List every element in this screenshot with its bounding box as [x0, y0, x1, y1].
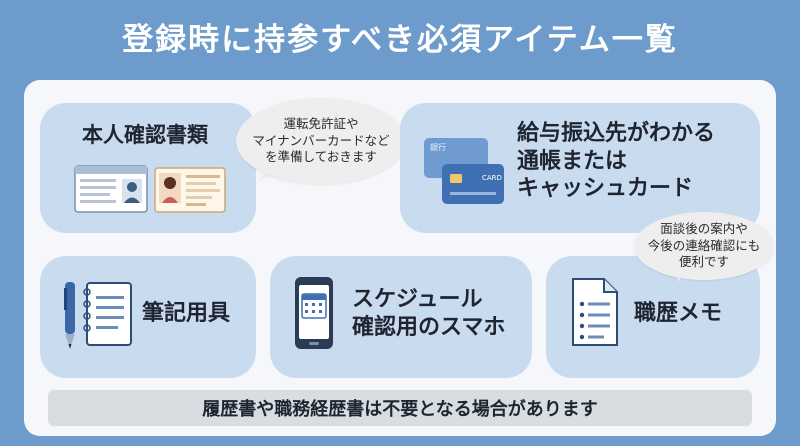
footer-note: 履歴書や職務経歴書は不要となる場合があります — [48, 390, 752, 426]
page-title: 登録時に持参すべき必須アイテム一覧 — [122, 22, 678, 58]
memo-note-text: 面談後の案内や 今後の連絡確認にも 便利です — [647, 220, 761, 270]
id-card-icon — [74, 165, 148, 213]
bank-card-icon-label: 銀行 — [430, 142, 446, 152]
smartphone-calendar-icon — [295, 277, 333, 349]
pen-icon — [64, 282, 75, 349]
memo-document-icon — [572, 278, 618, 346]
cash-card-icon-label: CARD — [482, 174, 502, 182]
card-writing-tools — [40, 256, 256, 378]
memo-note-bubble: 面談後の案内や 今後の連絡確認にも 便利です — [634, 212, 774, 280]
card-job-history-memo-title: 職歴メモ — [634, 301, 723, 326]
card-id-documents-title: 本人確認書類 — [82, 123, 208, 147]
card-smartphone-title: スケジュール 確認用のスマホ — [352, 287, 506, 340]
notebook-icon — [83, 282, 132, 346]
card-bank-account-title: 給与振込先がわかる 通帳または キャッシュカード — [517, 121, 716, 201]
bank-card-icon: 銀行 CARD — [424, 138, 504, 204]
id-documents-note-text: 運転免許証や マイナンバーカードなど を準備しておきます — [252, 115, 390, 165]
footer-note-text: 履歴書や職務経歴書は不要となる場合があります — [202, 399, 598, 420]
card-writing-tools-title: 筆記用具 — [142, 301, 231, 326]
my-number-card-icon — [154, 167, 226, 213]
id-documents-note-bubble: 運転免許証や マイナンバーカードなど を準備しておきます — [236, 98, 406, 184]
